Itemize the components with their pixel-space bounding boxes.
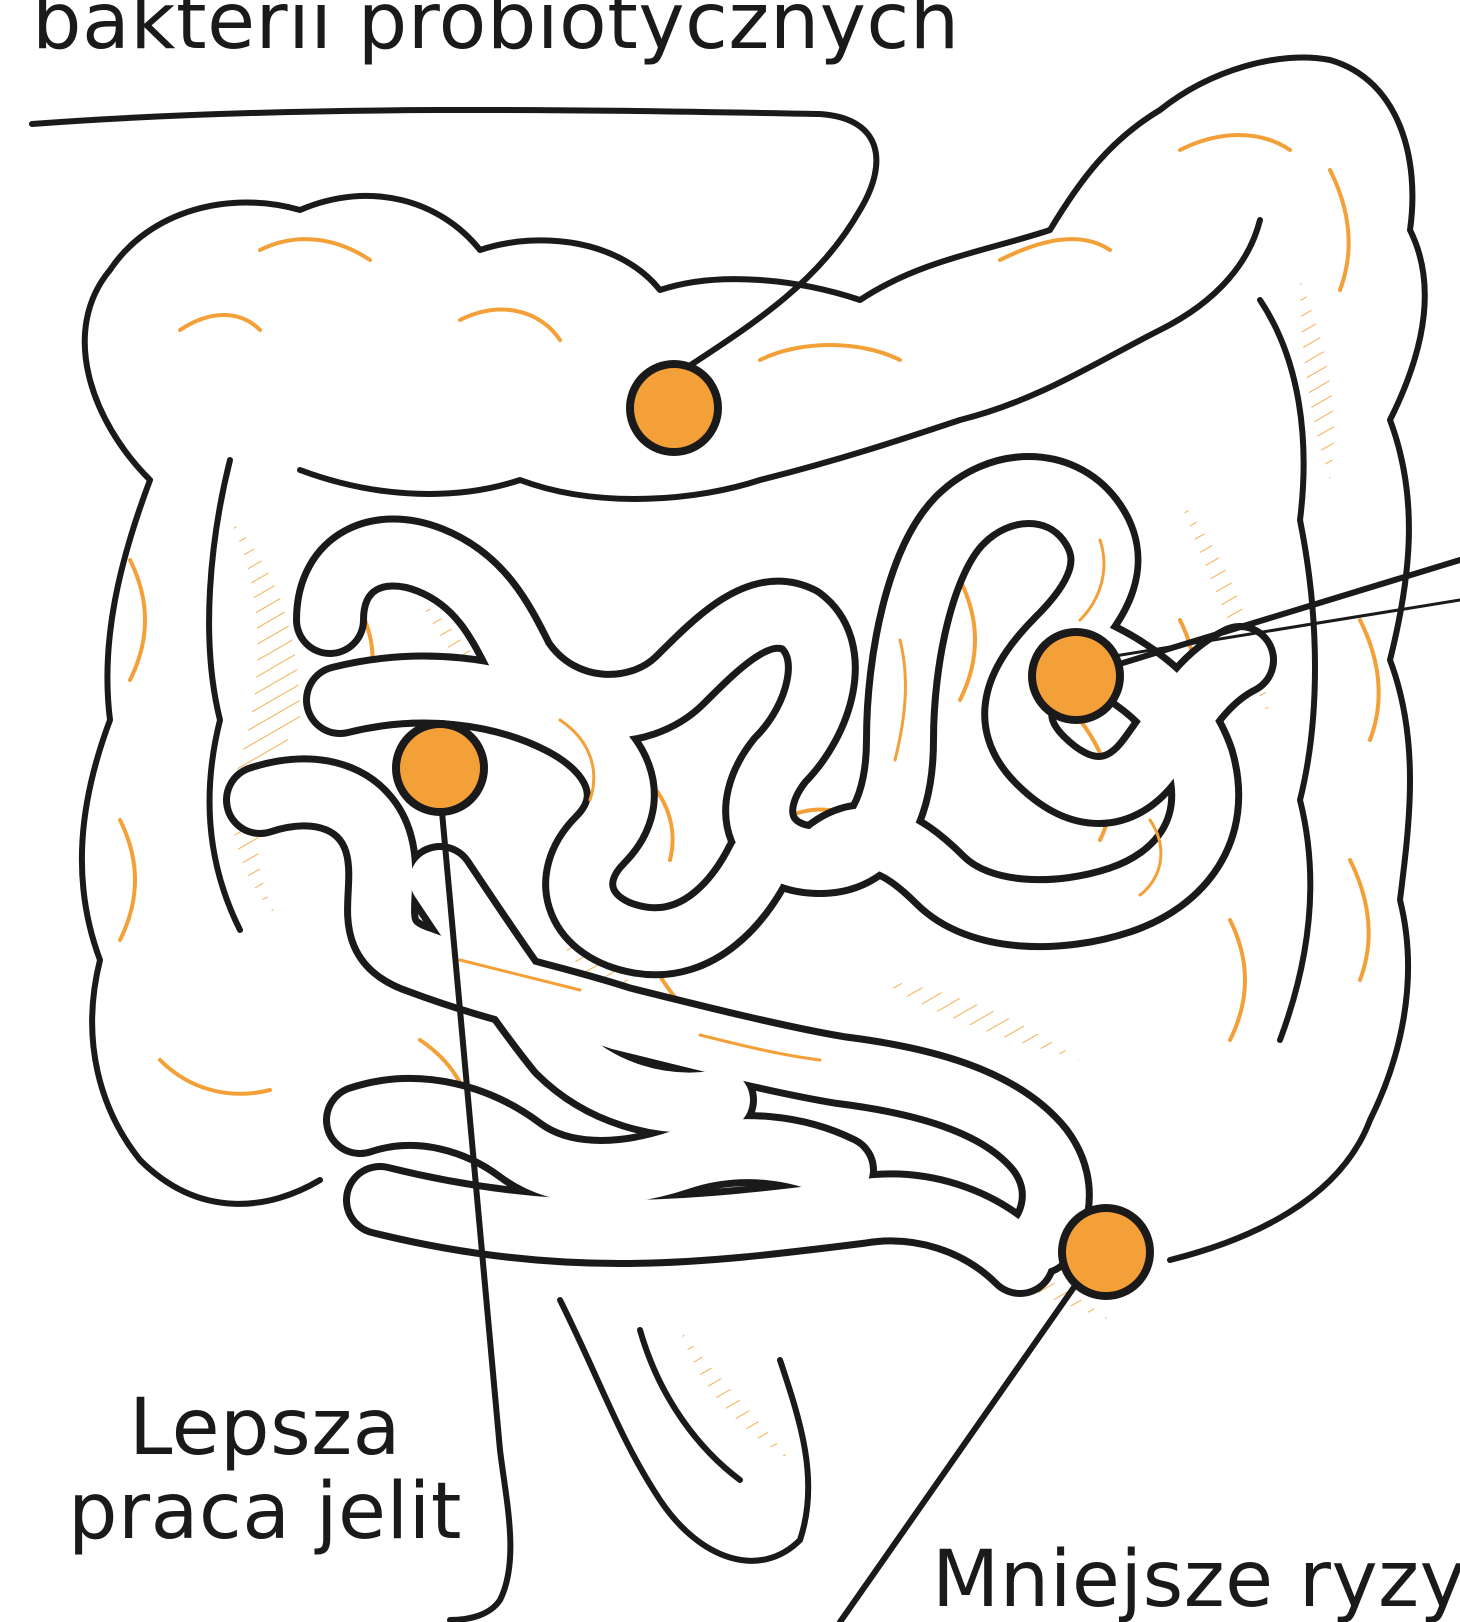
small-intestine [260,490,1240,1260]
marker-dot [1062,1208,1150,1296]
label-line-2: praca jelit [68,1470,462,1554]
label-probiotic-bacteria: bakterii probiotycznych [32,0,960,64]
leader-line-top [32,110,876,372]
label-better-gut-function: Lepsza praca jelit [68,1386,462,1554]
label-line-1: Lepsza [68,1386,462,1470]
marker-dot [396,724,484,812]
label-lower-risk: Mniejsze ryzyk [932,1538,1460,1622]
marker-dot [1032,632,1120,720]
marker-dot [630,364,718,452]
